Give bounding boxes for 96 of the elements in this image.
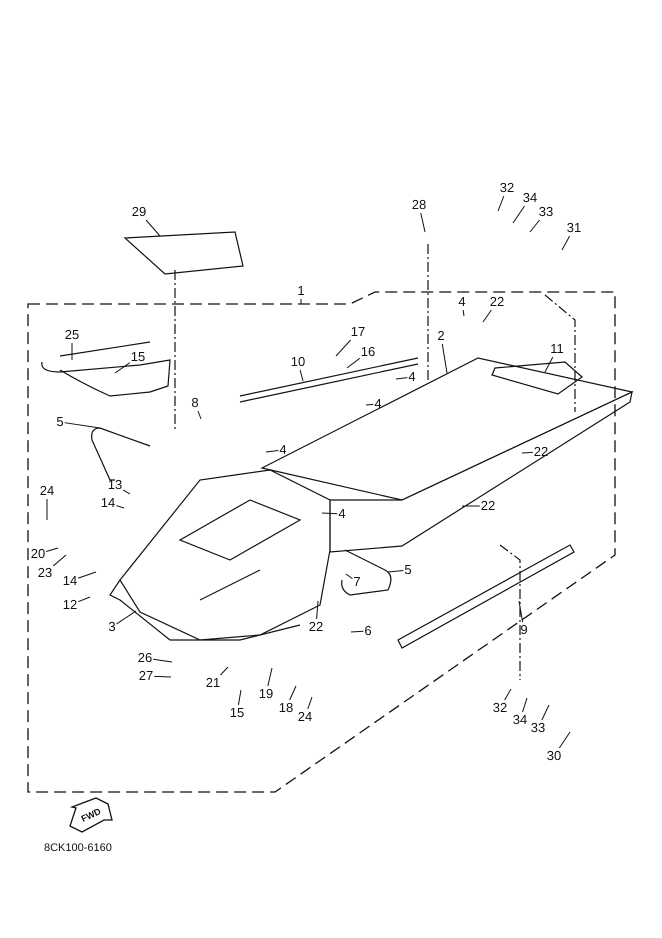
leader-line [78,572,96,579]
leader-line [558,732,570,748]
forward-label: FWD [80,806,102,824]
callout-number: 16 [360,345,376,359]
callout-number: 28 [412,198,426,212]
callout-number: 21 [206,676,220,690]
callout-number: 10 [290,355,306,369]
leader-line [388,570,404,572]
callout-number: 13 [108,478,122,492]
leader-line [346,358,360,368]
leader-line [512,206,526,224]
callout-number: 20 [30,547,46,561]
leader-line [462,310,464,316]
leader-line [482,310,492,322]
leader-line [220,666,228,676]
callout-number: 22 [480,499,496,513]
callout-number: 15 [230,706,244,720]
leader-line [396,377,408,380]
leader-line [114,362,130,374]
callout-number: 27 [138,669,154,683]
callout-number: 31 [566,221,582,235]
callout-number: 34 [512,713,528,727]
leader-line [336,340,352,356]
callout-number: 32 [500,181,514,195]
leader-line [530,220,540,232]
callout-number: 1 [297,284,305,298]
callout-number: 12 [62,598,78,612]
callout-number: 9 [520,623,528,637]
callout-number: 14 [62,574,78,588]
callout-number: 11 [550,342,564,356]
callout-number: 24 [298,710,312,724]
callout-number: 19 [258,687,274,701]
leader-line [146,220,160,236]
callout-number: 4 [408,370,416,384]
callout-number: 18 [278,701,294,715]
callout-number: 32 [492,701,508,715]
leader-line [238,690,242,706]
callout-number: 3 [108,620,116,634]
leader-line [198,410,202,420]
callout-number: 33 [530,721,546,735]
leader-line [46,498,48,520]
callout-number: 8 [191,396,199,410]
leader-line [544,356,554,372]
leader-line [316,600,318,620]
callout-number: 14 [100,496,116,510]
callout-number: 17 [350,325,366,339]
callout-number: 7 [353,575,361,589]
leader-line [152,658,172,662]
callout-number: 22 [308,620,324,634]
callout-number: 26 [138,651,152,665]
leader-line [46,548,58,552]
leader-line [154,676,172,678]
leader-line [562,236,570,250]
callout-number: 33 [538,205,554,219]
leader-line [52,554,66,566]
callout-number: 5 [56,415,64,429]
callout-number: 4 [458,295,466,309]
leader-line [300,298,302,304]
callout-number: 15 [130,350,146,364]
callout-number: 4 [374,397,382,411]
callout-number: 25 [64,328,80,342]
callout-number: 22 [534,445,548,459]
leader-line [267,668,272,686]
leader-line [300,370,304,382]
callout-number: 22 [490,295,504,309]
callout-number: 24 [40,484,54,498]
leader-line [116,505,124,508]
callout-number: 23 [38,566,52,580]
leader-line [122,489,130,494]
leader-line [78,596,90,602]
leader-line [522,452,534,454]
callout-number: 6 [364,624,372,638]
leader-line [522,698,528,712]
leader-line [64,422,100,428]
callout-number: 5 [404,563,412,577]
callout-number: 4 [338,507,346,521]
callout-number: 2 [437,329,445,343]
leader-line [442,344,448,374]
leader-line [366,404,374,406]
callout-number: 4 [279,443,287,457]
leader-line [346,574,353,580]
leader-line [498,196,504,212]
callout-number: 34 [522,191,538,205]
leader-line [322,512,338,514]
callout-number: 29 [132,205,146,219]
leader-line [541,704,550,720]
leader-line [518,600,524,622]
leader-line [289,686,296,700]
leader-line [350,630,364,632]
leader-line [504,688,512,700]
leader-line [307,696,312,710]
leader-line [420,212,426,232]
leader-line [266,450,279,452]
leader-line [116,610,136,624]
callout-number: 30 [546,749,562,763]
diagram-code: 8CK100-6160 [44,842,112,854]
